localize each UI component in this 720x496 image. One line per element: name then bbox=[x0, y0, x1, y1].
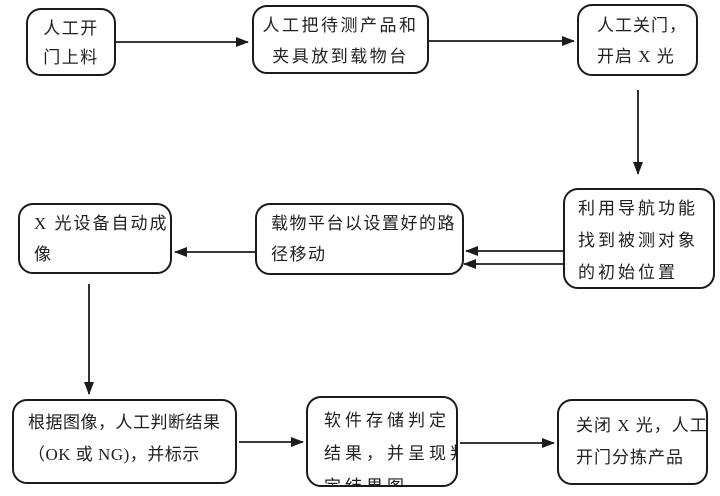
node-manual-judge-result: 根据图像，人工判断结果 （OK 或 NG)，并标示 bbox=[12, 399, 237, 484]
node-label-line: 根据图像，人工判断结果 bbox=[28, 413, 221, 432]
node-label-line: 夹具放到载物台 bbox=[272, 47, 409, 66]
node-label-line: 载物平台以设置好的路 bbox=[271, 214, 456, 233]
node-label-line: 径移动 bbox=[271, 245, 327, 264]
node-label-line: 利用导航功能 bbox=[578, 199, 698, 218]
node-xray-off-sort-product: 关闭 X 光，人工 开门分拣产品 bbox=[557, 399, 708, 485]
node-label-line: 人工把待测产品和 bbox=[262, 16, 419, 35]
node-place-product-on-stage: 人工把待测产品和 夹具放到载物台 bbox=[252, 5, 429, 74]
node-label-line: 软件存储判定 bbox=[324, 411, 450, 430]
node-close-door-xray-on: 人工关门， 开启 X 光 bbox=[577, 4, 698, 76]
node-label-line: 的初始位置 bbox=[578, 263, 678, 282]
node-label-line: 定结果图 bbox=[324, 477, 408, 487]
node-label-line: 人工开 bbox=[43, 19, 99, 38]
node-label-line: 开门分拣产品 bbox=[576, 448, 684, 467]
node-xray-auto-imaging: X 光设备自动成 像 bbox=[18, 203, 172, 274]
node-label-line: 关闭 X 光，人工 bbox=[576, 416, 708, 435]
node-label-line: （OK 或 NG)，并标示 bbox=[28, 445, 200, 464]
node-navigate-initial-position: 利用导航功能 找到被测对象 的初始位置 bbox=[563, 188, 715, 289]
node-label-line: 结果，并呈现判 bbox=[324, 444, 458, 463]
node-label-line: 开启 X 光 bbox=[597, 47, 675, 66]
node-label-line: 门上料 bbox=[43, 48, 99, 67]
node-manual-load: 人工开 门上料 bbox=[26, 8, 116, 76]
node-label-line: 人工关门， bbox=[597, 16, 687, 35]
node-software-store-result: 软件存储判定 结果，并呈现判 定结果图 bbox=[306, 396, 458, 487]
node-label-line: X 光设备自动成 bbox=[34, 214, 169, 233]
node-label-line: 找到被测对象 bbox=[578, 231, 698, 250]
node-label-line: 像 bbox=[34, 245, 53, 264]
node-stage-moves-on-path: 载物平台以设置好的路 径移动 bbox=[255, 203, 464, 275]
